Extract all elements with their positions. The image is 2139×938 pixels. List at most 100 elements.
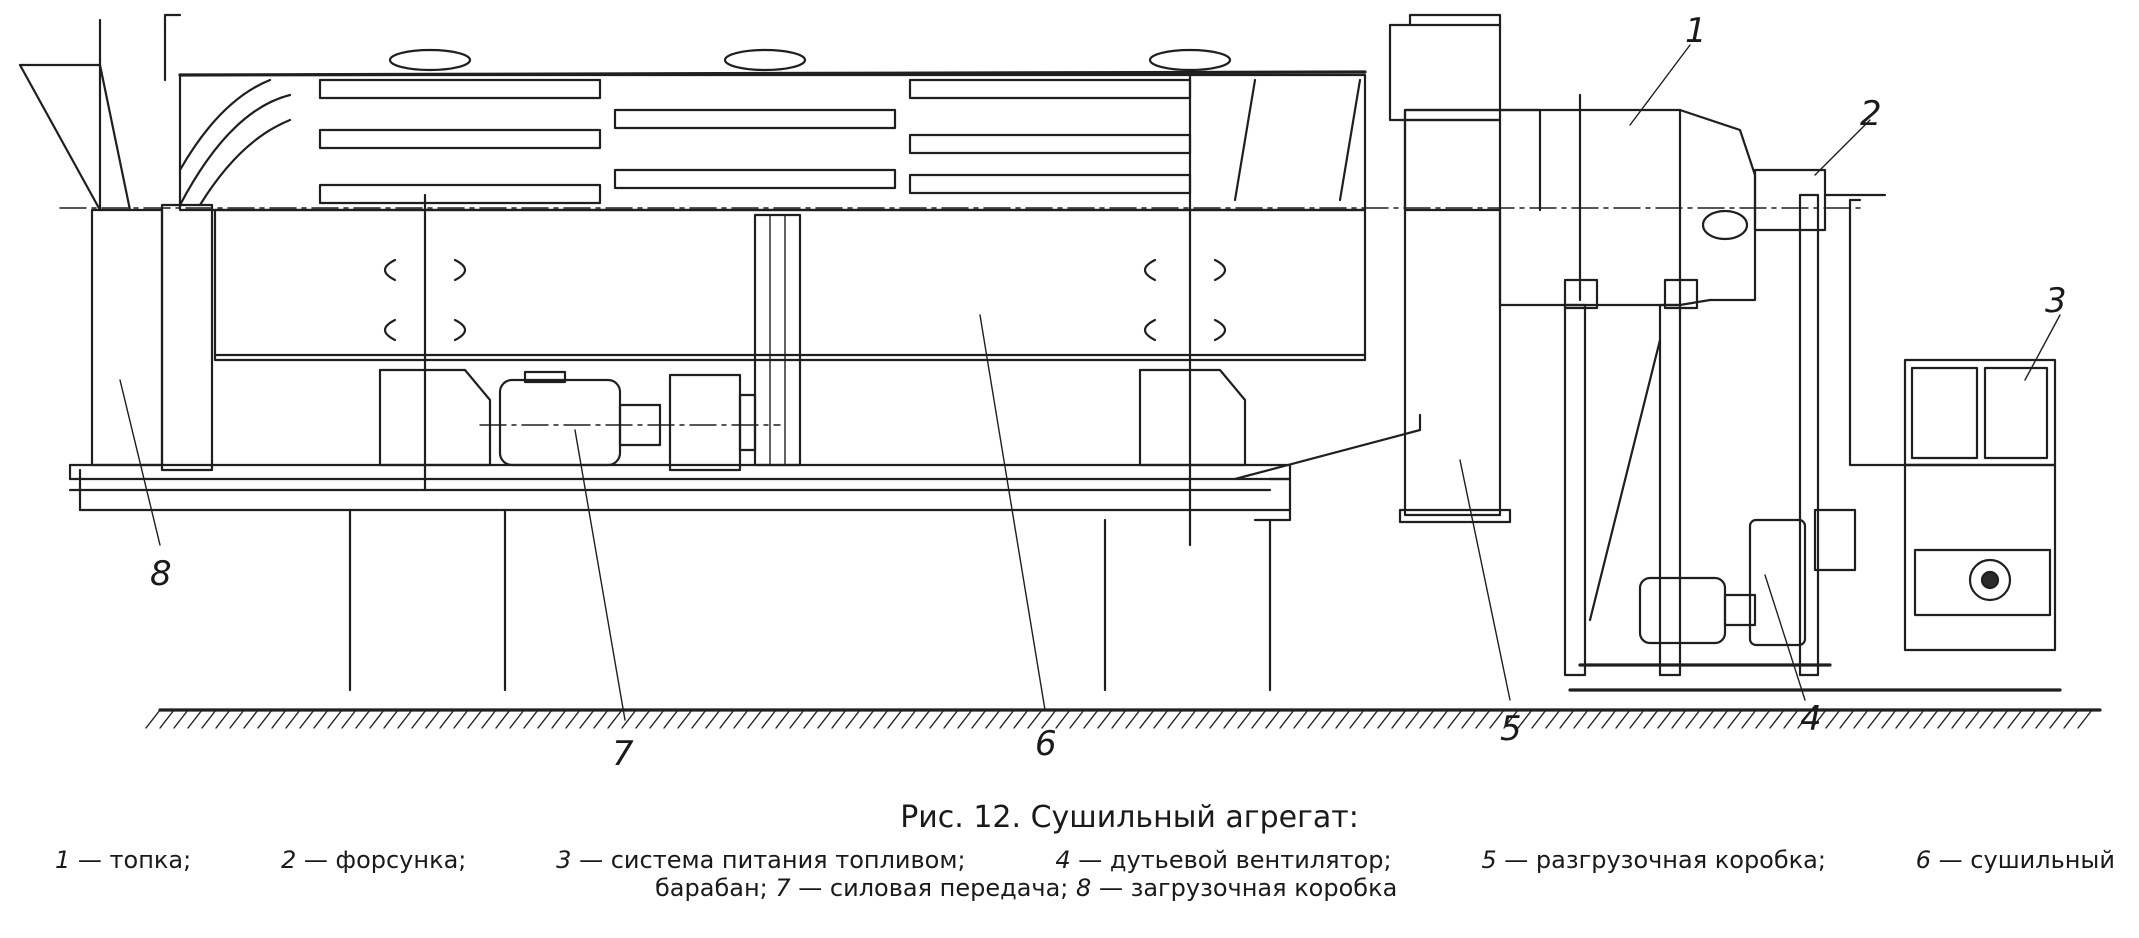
legend-item-7: 7 — силовая передача;	[775, 874, 1069, 902]
hatch-stroke	[271, 709, 287, 729]
hatch-stroke	[1391, 709, 1407, 729]
hatch-stroke	[341, 709, 357, 729]
hatch-stroke	[481, 709, 497, 729]
hatch-stroke	[2063, 709, 2079, 729]
hatch-stroke	[1993, 709, 2009, 729]
hatch-stroke	[355, 709, 371, 729]
hatch-stroke	[145, 709, 161, 729]
hatch-stroke	[243, 709, 259, 729]
hatch-stroke	[859, 709, 875, 729]
callout-6: 6	[1035, 724, 1057, 764]
foundation	[78, 468, 1292, 692]
hatch-stroke	[1545, 709, 1561, 729]
blower-stand	[1563, 303, 2062, 692]
drying-unit-drawing: 1 2 3 4 5 6 7 8	[18, 11, 2102, 770]
hatch-stroke	[579, 709, 595, 729]
legend-item-6-cont: барабан;	[655, 874, 768, 902]
hatch-stroke	[1853, 709, 1869, 729]
hatch-stroke	[1503, 709, 1519, 729]
hatch-stroke	[1027, 709, 1043, 729]
hatch-stroke	[1251, 709, 1267, 729]
hatch-stroke	[509, 709, 525, 729]
legend-item-2: 2 — форсунка;	[281, 846, 467, 874]
callout-5: 5	[1500, 709, 1522, 749]
hatch-stroke	[2007, 709, 2023, 729]
hatch-stroke	[2021, 709, 2037, 729]
hatch-stroke	[705, 709, 721, 729]
caption-legend: 1 — топка; 2 — форсунка; 3 — система пит…	[55, 846, 2115, 902]
hatch-stroke	[1573, 709, 1589, 729]
hatch-stroke	[1489, 709, 1505, 729]
hatch-stroke	[383, 709, 399, 729]
hatch-stroke	[313, 709, 329, 729]
hatch-stroke	[1685, 709, 1701, 729]
hatch-stroke	[1223, 709, 1239, 729]
hatch-stroke	[831, 709, 847, 729]
hatch-stroke	[1825, 709, 1841, 729]
hatch-stroke	[1895, 709, 1911, 729]
hatch-stroke	[257, 709, 273, 729]
hatch-stroke	[803, 709, 819, 729]
hatch-stroke	[1377, 709, 1393, 729]
hatch-stroke	[397, 709, 413, 729]
hatch-stroke	[1321, 709, 1337, 729]
hatch-stroke	[467, 709, 483, 729]
hatch-stroke	[1615, 709, 1631, 729]
hatch-stroke	[1783, 709, 1799, 729]
hatch-stroke	[635, 709, 651, 729]
hatch-stroke	[453, 709, 469, 729]
hatch-stroke	[1475, 709, 1491, 729]
hatch-stroke	[957, 709, 973, 729]
hatch-stroke	[411, 709, 427, 729]
hatch-stroke	[173, 709, 189, 729]
hatch-stroke	[915, 709, 931, 729]
legend-item-1: 1 — топка;	[55, 846, 192, 874]
hatch-stroke	[1349, 709, 1365, 729]
hatch-stroke	[1195, 709, 1211, 729]
hatch-stroke	[1601, 709, 1617, 729]
hatch-stroke	[1909, 709, 1925, 729]
callout-2: 2	[1860, 94, 1882, 134]
hatch-stroke	[901, 709, 917, 729]
hatch-stroke	[1657, 709, 1673, 729]
hatch-stroke	[817, 709, 833, 729]
furnace	[1403, 93, 1757, 310]
legend-item-6: 6 — сушильный	[1915, 846, 2115, 874]
hatch-stroke	[1923, 709, 1939, 729]
caption-title: Рис. 12. Сушильный агрегат:	[900, 800, 1359, 835]
hatch-stroke	[1587, 709, 1603, 729]
hatch-stroke	[495, 709, 511, 729]
hatch-stroke	[1727, 709, 1743, 729]
hatch-stroke	[1797, 709, 1813, 729]
hatch-stroke	[1713, 709, 1729, 729]
hatch-stroke	[1951, 709, 1967, 729]
hatch-stroke	[1069, 709, 1085, 729]
hatch-stroke	[887, 709, 903, 729]
hatch-stroke	[327, 709, 343, 729]
hatch-stroke	[159, 709, 175, 729]
hatch-stroke	[439, 709, 455, 729]
hatch-stroke	[873, 709, 889, 729]
hatch-stroke	[1517, 709, 1533, 729]
legend-item-8: 8 — загрузочная коробка	[1076, 874, 1398, 902]
hatch-stroke	[1083, 709, 1099, 729]
hatch-stroke	[733, 709, 749, 729]
hatch-stroke	[663, 709, 679, 729]
hatch-stroke	[985, 709, 1001, 729]
hatch-stroke	[201, 709, 217, 729]
hatch-stroke	[1125, 709, 1141, 729]
hatch-stroke	[1181, 709, 1197, 729]
hatch-stroke	[691, 709, 707, 729]
hatch-stroke	[999, 709, 1015, 729]
hatch-stroke	[607, 709, 623, 729]
hatch-stroke	[1629, 709, 1645, 729]
hatch-stroke	[621, 709, 637, 729]
legend-item-4: 4 — дутьевой вентилятор;	[1055, 846, 1392, 874]
hatch-stroke	[1447, 709, 1463, 729]
hatch-stroke	[1419, 709, 1435, 729]
legend-item-3: 3 — система питания топливом;	[556, 846, 966, 874]
drying-drum	[59, 70, 1861, 362]
hatch-stroke	[1209, 709, 1225, 729]
fuel-system	[1848, 198, 2057, 652]
hatch-stroke	[1433, 709, 1449, 729]
